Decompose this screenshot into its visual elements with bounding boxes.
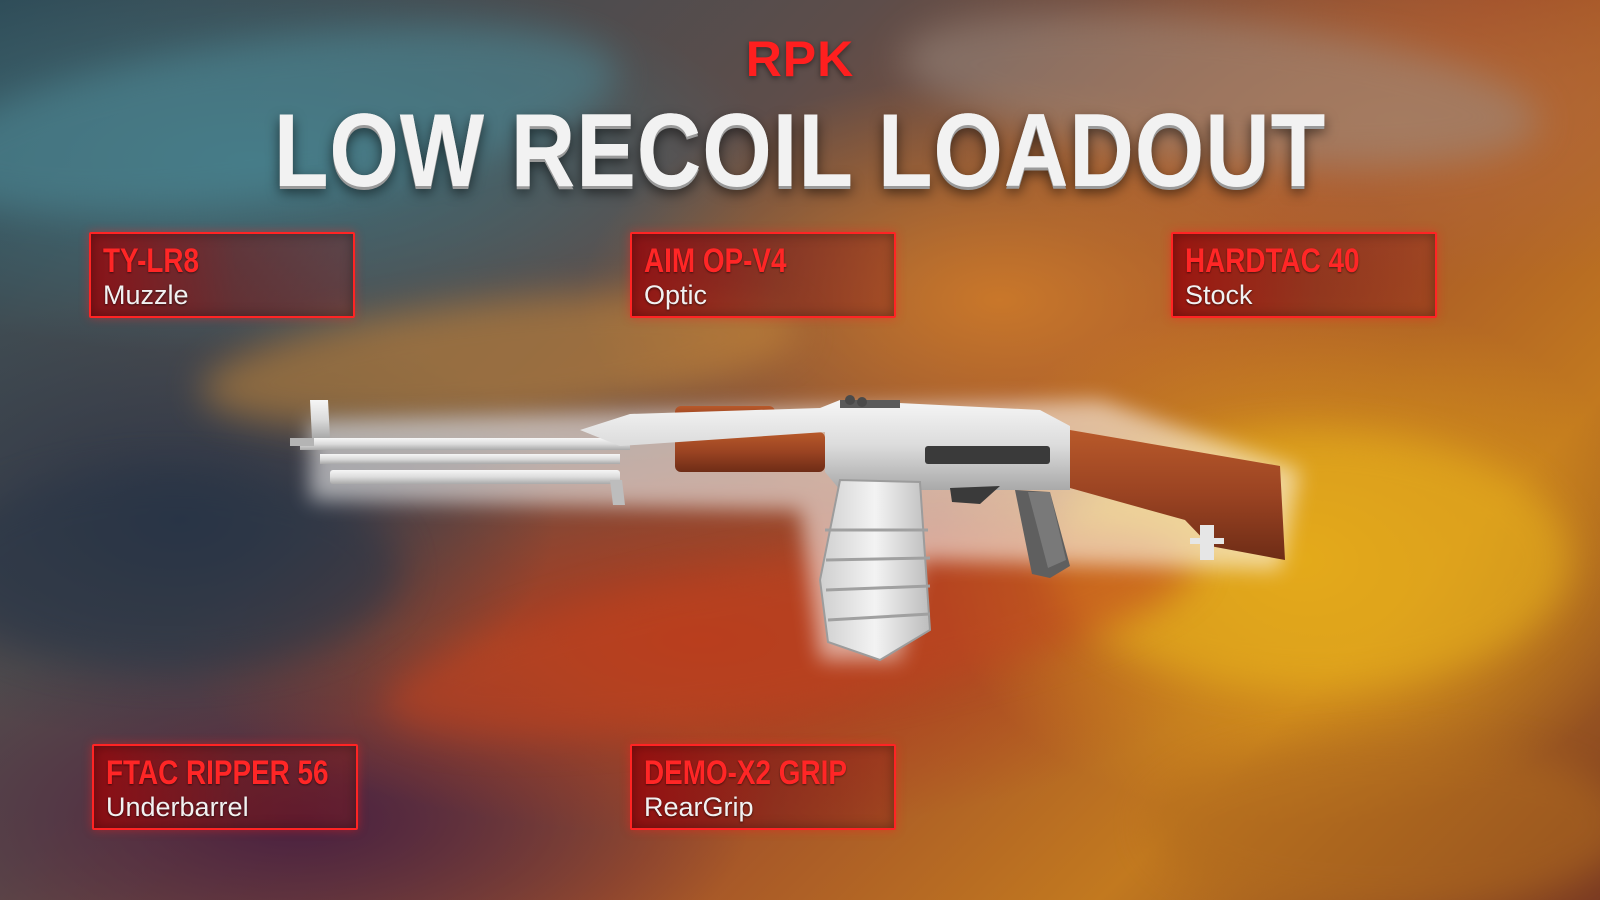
attachment-name: AIM OP-V4: [644, 242, 787, 280]
attachment-card-stock: HARDTAC 40 Stock: [1171, 232, 1437, 318]
loadout-title: LOW RECOIL LOADOUT: [112, 92, 1488, 211]
attachment-card-muzzle: TY-LR8 Muzzle: [89, 232, 355, 318]
front-sight: [310, 400, 330, 438]
attachment-slot: Muzzle: [103, 280, 189, 310]
attachment-card-reargrip: DEMO-X2 GRIP RearGrip: [630, 744, 896, 830]
receiver: [580, 400, 1070, 490]
attachment-slot: Underbarrel: [106, 792, 249, 822]
drum-magazine: [818, 478, 932, 662]
attachment-name: TY-LR8: [103, 242, 200, 280]
stock: [1070, 430, 1285, 560]
gas-tube: [320, 454, 620, 464]
receiver-rail: [925, 446, 1050, 464]
lower-handguard: [675, 432, 825, 472]
attachment-slot: Optic: [644, 280, 708, 310]
attachment-slot: RearGrip: [644, 792, 754, 822]
barrel: [300, 438, 630, 450]
attachment-name: FTAC RIPPER 56: [106, 754, 329, 792]
background-swirl: [0, 470, 400, 670]
bipod-legs: [330, 470, 620, 484]
attachment-card-optic: AIM OP-V4 Optic: [630, 232, 896, 318]
weapon-name-heading: RPK: [745, 31, 855, 87]
attachment-name: DEMO-X2 GRIP: [644, 754, 847, 792]
trigger-guard: [950, 486, 1000, 504]
rpk-rifle-illustration: [290, 395, 1300, 662]
background-swirl: [1150, 740, 1600, 900]
attachment-slot: Stock: [1185, 280, 1253, 310]
attachment-card-underbarrel: FTAC RIPPER 56 Underbarrel: [92, 744, 358, 830]
attachment-name: HARDTAC 40: [1185, 242, 1360, 280]
